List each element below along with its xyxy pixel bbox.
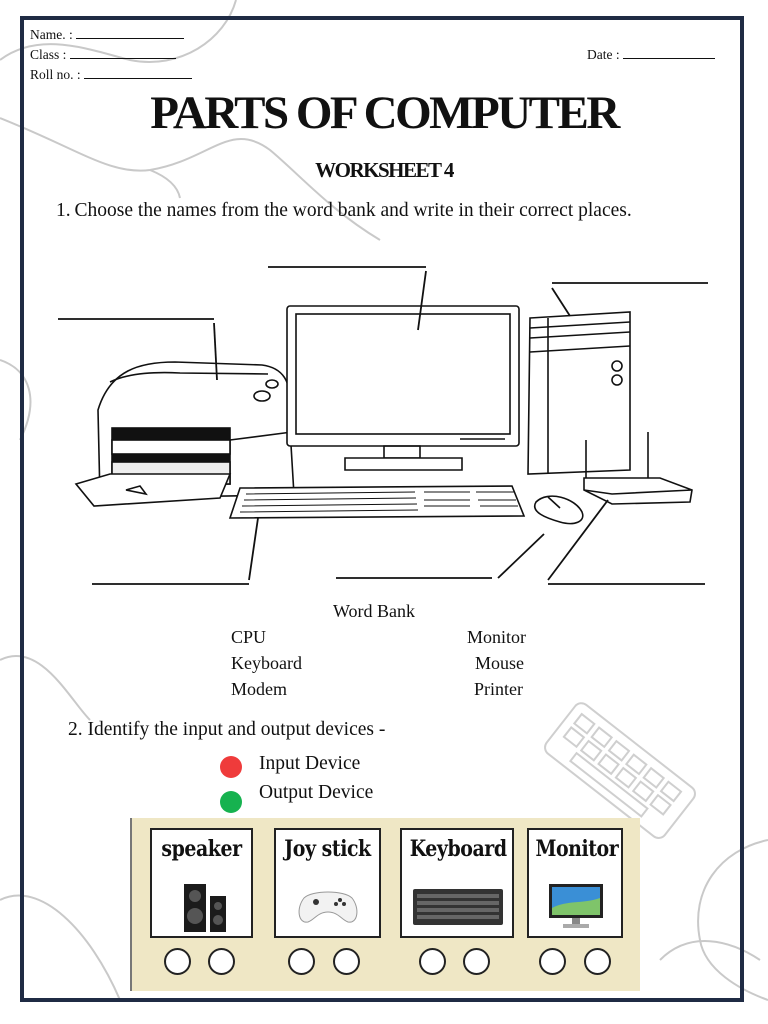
roll-blank[interactable] <box>84 66 193 79</box>
device-card-monitor: Monitor <box>527 828 623 938</box>
keyboard-icon <box>228 485 526 519</box>
monitor-icon <box>549 884 603 928</box>
word-bank-item: Keyboard <box>231 653 302 673</box>
printer-icon <box>74 361 295 507</box>
legend-output-label: Output Device <box>259 782 374 803</box>
speaker-icon <box>184 884 226 932</box>
keyboard-output-circle[interactable] <box>463 948 490 975</box>
legend-input-label: Input Device <box>259 753 361 774</box>
question-1: 1. Choose the names from the word bank a… <box>56 200 632 221</box>
mouse-icon <box>533 495 584 525</box>
device-card-keyboard: Keyboard <box>400 828 514 938</box>
class-field[interactable]: Class : <box>30 46 176 63</box>
word-bank-item: Mouse <box>475 653 524 673</box>
roll-field[interactable]: Roll no. : <box>30 66 193 83</box>
device-label: Keyboard <box>409 836 507 862</box>
date-field[interactable]: Date : <box>587 46 715 63</box>
device-label: speaker <box>161 836 242 862</box>
question-2: 2. Identify the input and output devices… <box>68 719 386 740</box>
roll-label: Roll no. : <box>30 67 81 82</box>
word-bank-item: Modem <box>231 679 287 699</box>
word-bank-item: Printer <box>474 679 523 699</box>
device-label: Monitor <box>535 836 619 862</box>
input-device-dot <box>220 756 242 778</box>
name-field[interactable]: Name. : <box>30 26 185 43</box>
worksheet-subtitle: WORKSHEET 4 <box>315 158 454 182</box>
word-bank-heading: Word Bank <box>333 601 416 621</box>
speaker-input-circle[interactable] <box>164 948 191 975</box>
device-label: Joy stick <box>284 836 371 862</box>
keyboard-icon <box>413 889 503 925</box>
word-bank-item: CPU <box>231 627 267 647</box>
date-label: Date : <box>587 47 620 62</box>
joystick-output-circle[interactable] <box>333 948 360 975</box>
device-strip: speaker Joy stick Keyboard Monitor <box>130 818 640 991</box>
cpu-icon <box>527 311 631 475</box>
keyboard-input-circle[interactable] <box>419 948 446 975</box>
date-blank[interactable] <box>623 46 715 59</box>
worksheet-border <box>20 16 744 1002</box>
device-card-speaker: speaker <box>150 828 253 938</box>
label-lines <box>58 266 708 585</box>
computer-setup-illustration <box>58 266 708 585</box>
monitor-icon <box>286 305 520 471</box>
joystick-input-circle[interactable] <box>288 948 315 975</box>
word-bank-item: Monitor <box>467 627 527 647</box>
class-label: Class : <box>30 47 67 62</box>
speaker-output-circle[interactable] <box>208 948 235 975</box>
device-card-joystick: Joy stick <box>274 828 381 938</box>
monitor-output-circle[interactable] <box>584 948 611 975</box>
modem-icon <box>583 432 693 505</box>
page-title: PARTS OF COMPUTER <box>150 87 620 139</box>
name-label: Name. : <box>30 27 73 42</box>
output-device-dot <box>220 791 242 813</box>
name-blank[interactable] <box>76 26 185 39</box>
class-blank[interactable] <box>69 46 176 59</box>
monitor-input-circle[interactable] <box>539 948 566 975</box>
joystick-icon <box>298 891 358 923</box>
